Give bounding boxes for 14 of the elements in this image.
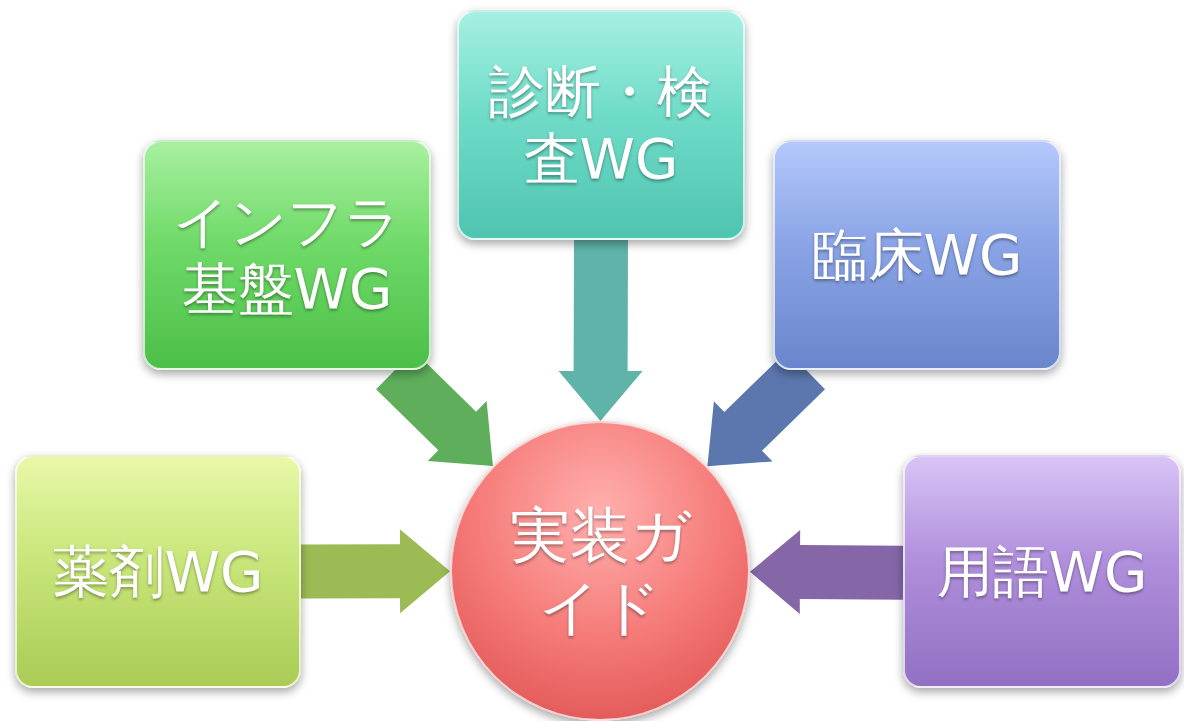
node-label: インフラ基盤WG (172, 187, 402, 323)
node-label: 実装ガイド (508, 499, 693, 643)
rounded-box (773, 140, 1061, 370)
node-label: 薬剤WG (51, 537, 265, 606)
block-arrow (558, 239, 643, 421)
rounded-box (903, 455, 1181, 688)
rounded-box (15, 455, 301, 688)
block-arrow (301, 529, 450, 614)
node-label: 臨床WG (810, 221, 1024, 289)
node-label: 用語WG (935, 537, 1149, 606)
rounded-box (457, 10, 745, 240)
rounded-box (143, 140, 431, 370)
node-label: 診断・検査WG (488, 57, 714, 193)
block-arrow (750, 530, 904, 615)
